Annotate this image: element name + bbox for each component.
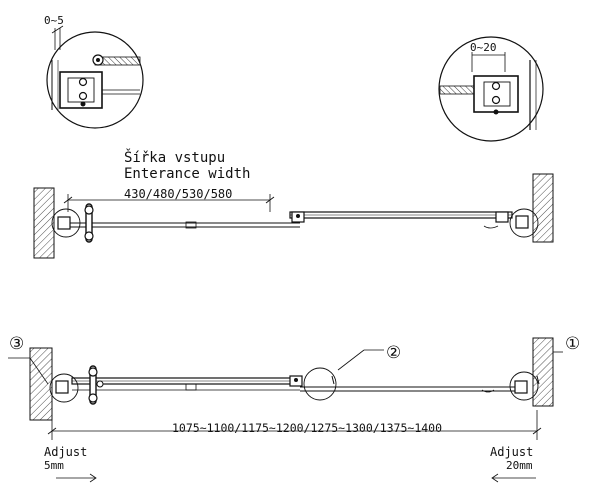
adjust-right-value: 20mm — [506, 459, 533, 472]
detail-left: 0~5 — [44, 14, 144, 129]
callout-1: ① — [553, 334, 580, 354]
adjust-right-label: Adjust — [490, 445, 533, 459]
detail-right: 0~20 — [438, 36, 544, 142]
entrance-sizes: 430/480/530/580 — [124, 187, 232, 201]
detail-right-dimension: 0~20 — [470, 41, 497, 54]
bottom-sizes: 1075~1100/1175~1200/1275~1300/1375~1400 — [172, 421, 442, 435]
callout-3: ③ — [8, 334, 49, 385]
adjust-left-label: Adjust — [44, 445, 87, 459]
callout-1-label: ① — [565, 334, 580, 354]
callout-3-label: ③ — [9, 334, 24, 354]
adjust-left-value: 5mm — [44, 459, 64, 472]
callout-2-label: ② — [386, 343, 401, 363]
entrance-label-cz: Šířka vstupu — [124, 148, 225, 166]
entrance-label-en: Enterance width — [124, 166, 250, 182]
bottom-view-assembly — [29, 337, 554, 483]
callout-2: ② — [337, 343, 401, 371]
top-view-assembly — [33, 173, 554, 259]
detail-left-dimension: 0~5 — [44, 14, 64, 27]
